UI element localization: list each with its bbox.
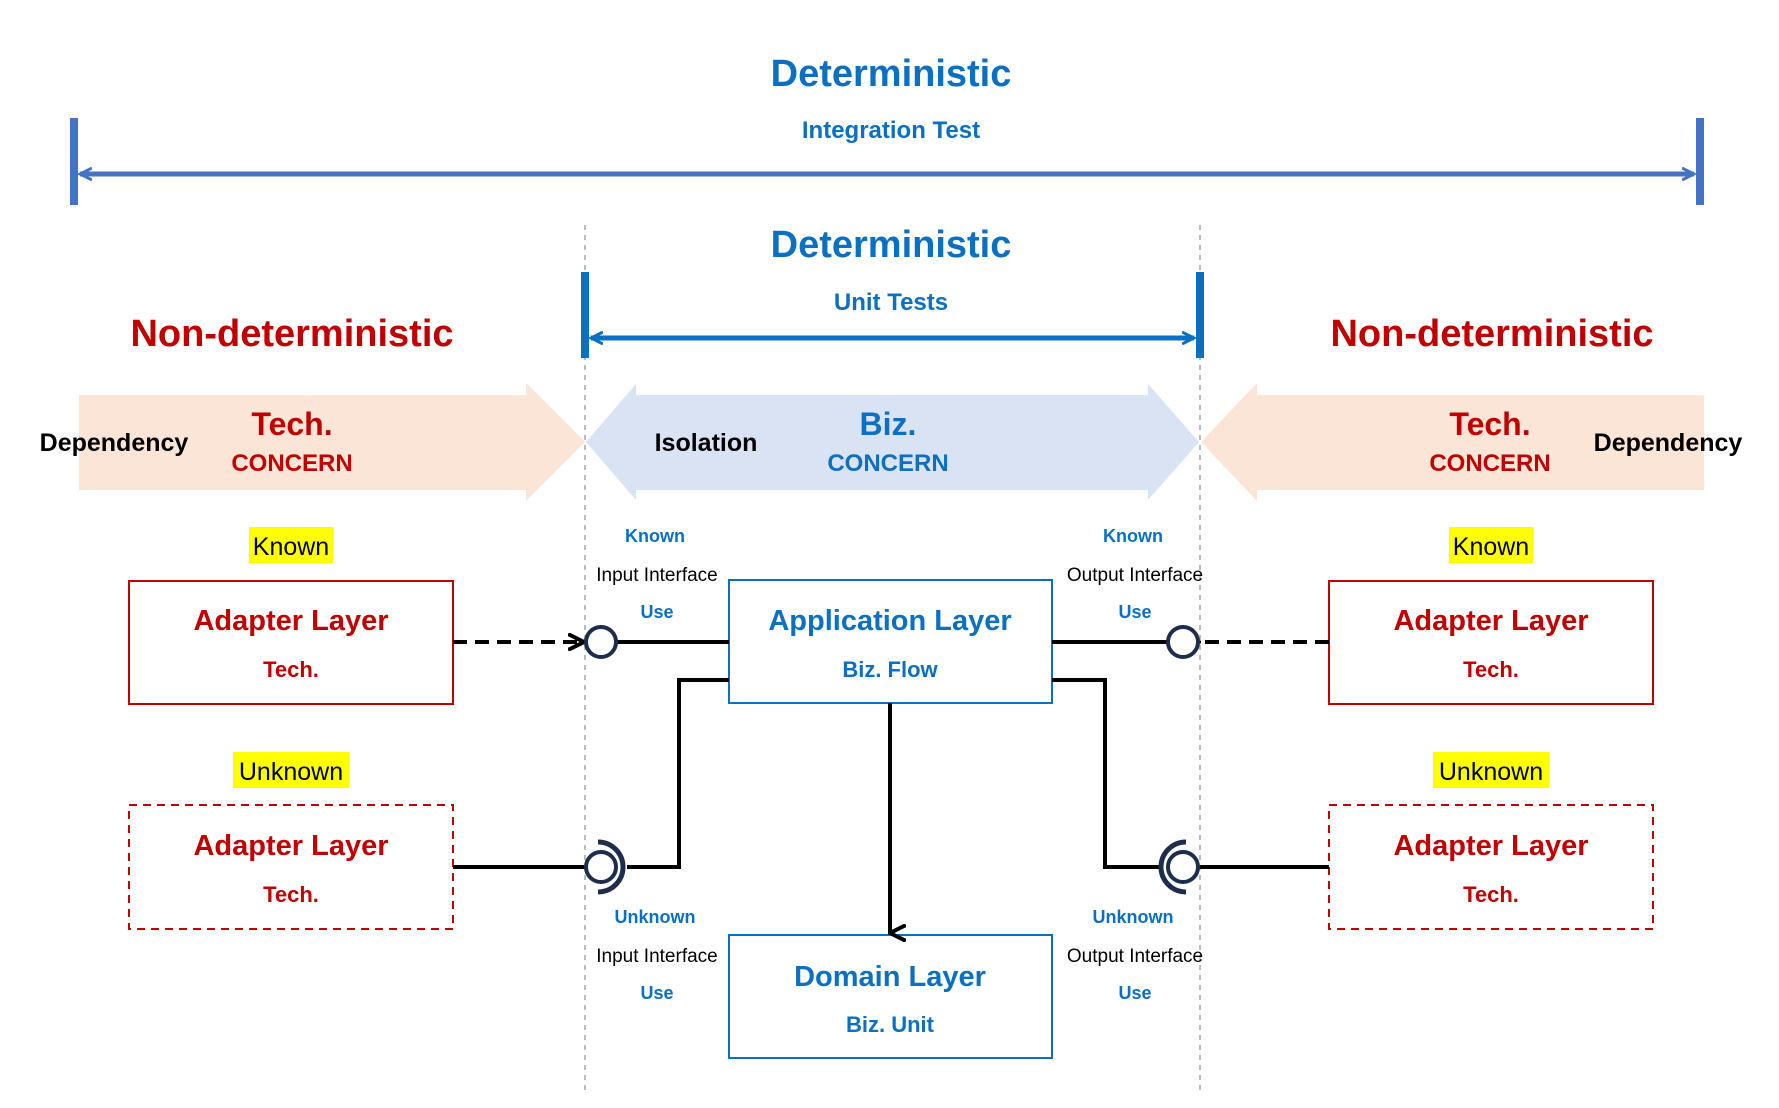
input-known-use: Use xyxy=(640,602,673,622)
left-known-adapter-box xyxy=(128,580,454,705)
input-known-interface-icon xyxy=(584,625,618,659)
right-known-adapter-title: Adapter Layer xyxy=(1393,605,1588,637)
application-layer-box xyxy=(728,579,1053,704)
left-unknown-tag: Unknown xyxy=(239,758,343,786)
right-dependency-label: Dependency xyxy=(1594,429,1743,457)
top-span-title: Deterministic xyxy=(771,53,1012,95)
input-unknown-kind: Unknown xyxy=(615,907,696,927)
right-unknown-tag: Unknown xyxy=(1439,758,1543,786)
middle-span-subtitle: Unit Tests xyxy=(834,289,948,316)
right-tech-concern: CONCERN xyxy=(1429,450,1550,477)
biz-concern: CONCERN xyxy=(827,450,948,477)
input-unknown-name: Input Interface xyxy=(596,946,717,967)
output-known-interface-icon xyxy=(1166,625,1200,659)
left-dependency-label: Dependency xyxy=(40,429,189,457)
biz-double-arrow xyxy=(586,384,1199,500)
output-unknown-kind: Unknown xyxy=(1093,907,1174,927)
input-known-kind: Known xyxy=(625,526,685,546)
left-tech-title: Tech. xyxy=(251,406,332,442)
input-unknown-use: Use xyxy=(640,983,673,1003)
input-unknown-interface-icon xyxy=(584,850,618,884)
application-layer-subtitle: Biz. Flow xyxy=(842,657,938,682)
app-to-input-unknown-wire xyxy=(627,678,729,869)
left-unknown-adapter-title: Adapter Layer xyxy=(193,830,388,862)
right-unknown-adapter-subtitle: Tech. xyxy=(1463,882,1519,907)
right-heading: Non-deterministic xyxy=(1330,313,1653,355)
domain-layer-title: Domain Layer xyxy=(794,961,986,993)
left-tech-concern: CONCERN xyxy=(231,450,352,477)
left-unknown-highlight xyxy=(233,752,349,788)
isolation-label: Isolation xyxy=(655,429,758,457)
right-tech-title: Tech. xyxy=(1449,406,1530,442)
domain-layer-subtitle: Biz. Unit xyxy=(846,1012,935,1037)
right-unknown-adapter-title: Adapter Layer xyxy=(1393,830,1588,862)
domain-layer-box xyxy=(728,934,1053,1059)
output-unknown-interface-icon xyxy=(1166,850,1200,884)
middle-span-title: Deterministic xyxy=(771,224,1012,266)
top-span-subtitle: Integration Test xyxy=(802,117,980,144)
left-known-tag: Known xyxy=(253,533,329,561)
input-known-name: Input Interface xyxy=(596,565,717,586)
right-tech-arrow xyxy=(1201,383,1704,501)
right-known-adapter-box xyxy=(1328,580,1654,705)
input-unknown-socket-arc-icon xyxy=(597,839,626,895)
right-known-adapter-subtitle: Tech. xyxy=(1463,657,1519,682)
left-tech-arrow xyxy=(79,383,585,501)
left-unknown-adapter-box xyxy=(128,804,454,930)
left-known-adapter-title: Adapter Layer xyxy=(193,605,388,637)
right-known-tag: Known xyxy=(1453,533,1529,561)
left-unknown-adapter-subtitle: Tech. xyxy=(263,882,319,907)
output-unknown-socket-arc-icon xyxy=(1158,839,1187,895)
output-known-use: Use xyxy=(1118,602,1151,622)
left-known-highlight xyxy=(249,527,333,563)
output-known-name: Output Interface xyxy=(1067,565,1203,586)
app-to-output-unknown-wire xyxy=(1052,678,1160,869)
right-known-highlight xyxy=(1449,527,1533,563)
left-known-adapter-subtitle: Tech. xyxy=(263,657,319,682)
right-unknown-highlight xyxy=(1433,752,1549,788)
output-unknown-name: Output Interface xyxy=(1067,946,1203,967)
left-heading: Non-deterministic xyxy=(130,313,453,355)
right-unknown-adapter-box xyxy=(1328,804,1654,930)
biz-title: Biz. xyxy=(860,406,917,442)
application-layer-title: Application Layer xyxy=(768,605,1011,637)
output-unknown-use: Use xyxy=(1118,983,1151,1003)
output-known-kind: Known xyxy=(1103,526,1163,546)
